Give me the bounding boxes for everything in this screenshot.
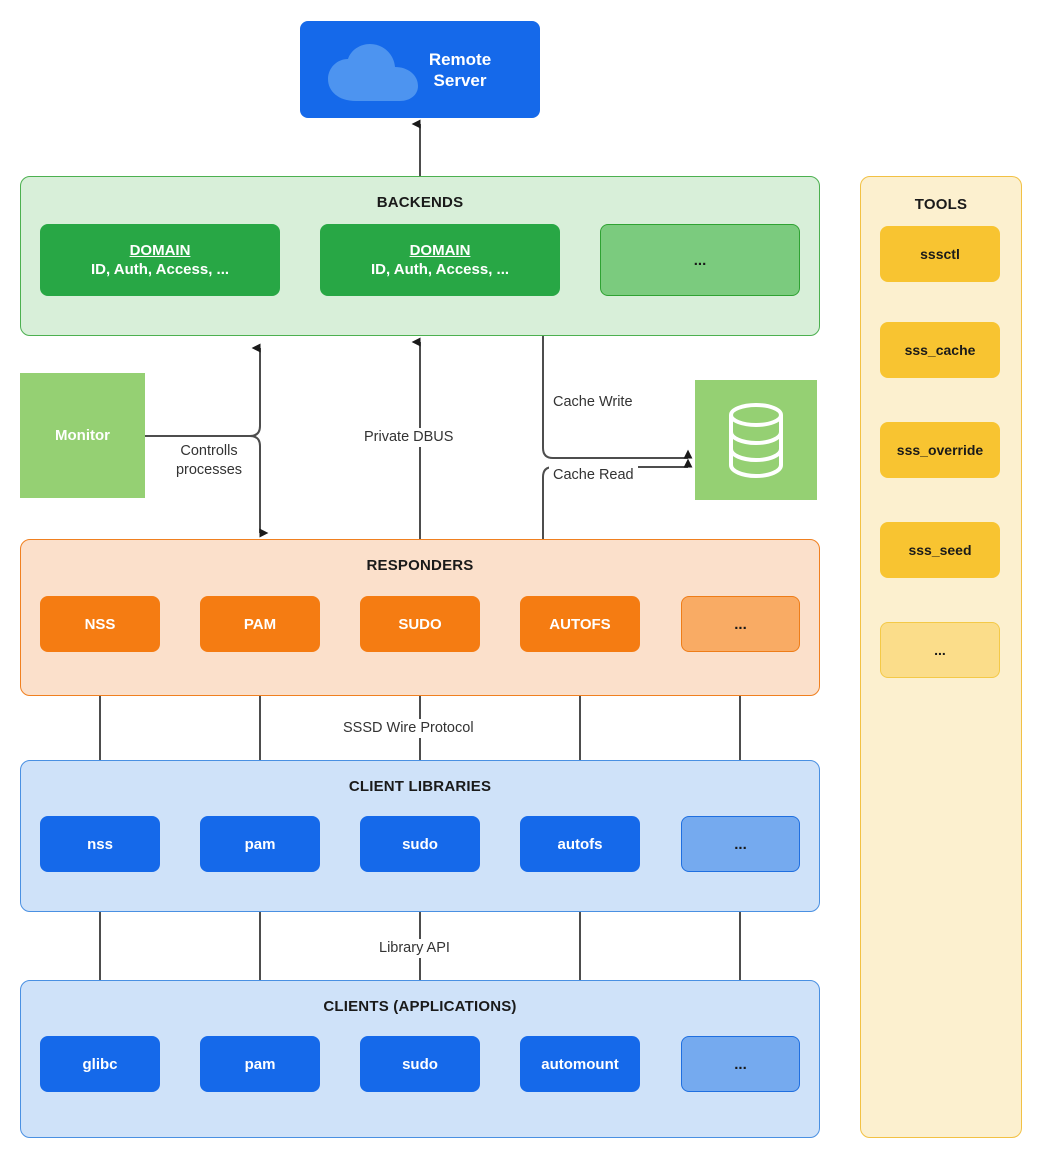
client-glibc[interactable]: glibc [40,1036,160,1092]
backend-domain-1-subtitle: ID, Auth, Access, ... [90,261,230,278]
tool-more-box[interactable]: ... [880,622,1000,678]
client-sudo[interactable]: sudo [360,1036,480,1092]
edge-label-private-dbus: Private DBUS [358,428,460,447]
edge-label-cache-write: Cache Write [549,393,637,412]
edge-label-sssd-wire-protocol: SSSD Wire Protocol [337,719,480,738]
tool-sssctl[interactable]: sssctl [880,226,1000,282]
responder-nss[interactable]: NSS [40,596,160,652]
clients-title: CLIENTS (APPLICATIONS) [323,998,517,1015]
client-library-autofs[interactable]: autofs [520,816,640,872]
remote-server-node[interactable]: Remote Server [300,21,540,118]
client-library-more-box[interactable]: ... [681,816,800,872]
client-automount[interactable]: automount [520,1036,640,1092]
backends-title: BACKENDS [376,194,464,211]
remote-server-label: Remote Server [408,49,512,91]
arrow-monitor-to-backends [145,343,261,437]
client-library-sudo[interactable]: sudo [360,816,480,872]
edge-label-controls-processes-line2: processes [175,462,243,478]
responder-pam[interactable]: PAM [200,596,320,652]
remote-server-label-line2: Server [433,70,487,90]
responder-more-box[interactable]: ... [681,596,800,652]
cloud-icon [328,44,418,101]
client-library-pam[interactable]: pam [200,816,320,872]
client-library-nss[interactable]: nss [40,816,160,872]
client-pam[interactable]: pam [200,1036,320,1092]
database-icon [729,403,783,478]
client-more-box[interactable]: ... [681,1036,800,1092]
edge-label-controls-processes: Controlls processes [163,442,255,480]
client-libraries-title: CLIENT LIBRARIES [348,778,492,795]
tool-sss-cache[interactable]: sss_cache [880,322,1000,378]
edge-label-cache-read: Cache Read [549,466,638,485]
cache-node[interactable] [695,380,817,500]
tools-title: TOOLS [914,196,968,213]
tool-sss-seed[interactable]: sss_seed [880,522,1000,578]
backend-domain-2-subtitle: ID, Auth, Access, ... [370,261,510,278]
backend-domain-2[interactable]: DOMAIN ID, Auth, Access, ... [320,224,560,296]
monitor-label: Monitor [55,427,110,444]
responder-sudo[interactable]: SUDO [360,596,480,652]
edge-label-controls-processes-line1: Controlls [180,443,238,459]
tool-sss-override[interactable]: sss_override [880,422,1000,478]
backend-domain-1-title: DOMAIN [129,242,191,259]
backend-domain-1[interactable]: DOMAIN ID, Auth, Access, ... [40,224,280,296]
backend-more-box[interactable]: ... [600,224,800,296]
monitor-node[interactable]: Monitor [20,373,145,498]
backend-domain-2-title: DOMAIN [409,242,471,259]
edge-label-library-api: Library API [373,939,456,958]
responders-title: RESPONDERS [366,557,474,574]
remote-server-label-line1: Remote [428,49,492,69]
responder-autofs[interactable]: AUTOFS [520,596,640,652]
